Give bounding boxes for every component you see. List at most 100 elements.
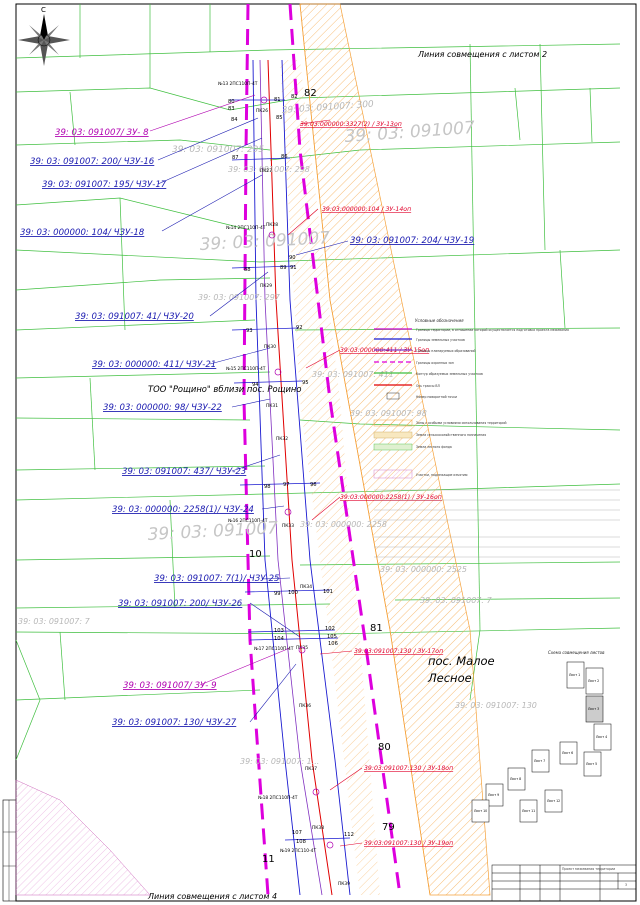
svg-text:Лист 9: Лист 9 (488, 793, 499, 797)
svg-text:ПК29: ПК29 (260, 283, 272, 289)
svg-text:Зоны с особыми условиями испол: Зоны с особыми условиями использования т… (416, 421, 507, 425)
svg-text:102: 102 (325, 626, 335, 632)
red-label-1: 39:03:000000:3327(2) / ЗУ-13оп (300, 121, 402, 128)
stamp-org: Проект межевания территории (562, 867, 615, 871)
svg-text:92: 92 (296, 325, 303, 331)
title-block (491, 864, 637, 902)
cad-label-13: 39: 03: 091007/ ЗУ- 9 (123, 681, 217, 691)
cad-label-7: 39: 03: 000000: 411/ ЧЗУ-21 (92, 360, 216, 370)
svg-text:86: 86 (281, 154, 288, 160)
cad-label-8: 39: 03: 000000: 98/ ЧЗУ-22 (103, 403, 222, 413)
svg-text:91: 91 (290, 265, 297, 271)
sheet-combination-scheme: Схема совмещения листов Лист 1 Лист 2 Ли… (471, 650, 612, 823)
svg-text:85: 85 (276, 115, 283, 121)
svg-text:95: 95 (302, 380, 309, 386)
cad-label-5: 39: 03: 091007: 204/ ЧЗУ-19 (350, 236, 474, 246)
svg-text:98: 98 (264, 484, 271, 490)
parcel-labels: 39: 03: 091007: 300 39: 03: 091007: 295 … (18, 100, 537, 766)
place-name-line1: пос. Малое (428, 654, 495, 668)
svg-text:Лист 12: Лист 12 (547, 799, 560, 803)
svg-text:ПК30: ПК30 (264, 344, 276, 350)
cad-label-11: 39: 03: 091007: 7(1)/ ЧЗУ-25 (154, 574, 280, 584)
place-name-line2: Лесное (427, 671, 472, 685)
svg-text:ПК32: ПК32 (276, 436, 288, 442)
svg-text:Лист 4: Лист 4 (596, 735, 607, 739)
svg-text:№19 2ПС110-4Т: №19 2ПС110-4Т (280, 848, 316, 854)
svg-text:84: 84 (231, 117, 238, 123)
svg-text:39: 03: 000000: 2258: 39: 03: 000000: 2258 (300, 520, 387, 529)
hatched-area-pink (15, 779, 151, 896)
svg-text:Лист 3: Лист 3 (588, 707, 599, 711)
red-label-6: 39:03:091007:130 / ЗУ-18оп (364, 765, 453, 772)
stamp-sheet-number: 3 (625, 883, 627, 887)
red-label-2: 39:03:000000:104 / ЗУ-14оп (322, 206, 411, 213)
svg-text:80: 80 (378, 742, 391, 753)
svg-text:Лист 1: Лист 1 (569, 673, 580, 677)
svg-text:82: 82 (291, 94, 298, 100)
svg-text:104: 104 (274, 636, 285, 642)
svg-text:81: 81 (370, 623, 383, 634)
svg-text:№13 2ПС110П-4Т: №13 2ПС110П-4Т (218, 81, 258, 87)
svg-text:Участки, подлежащие изъятию: Участки, подлежащие изъятию (416, 473, 468, 477)
hatched-corridor-inner (280, 60, 380, 895)
cadastral-labels: 39: 03: 091007/ ЗУ- 8 39: 03: 091007: 20… (20, 128, 474, 728)
cad-label-14: 39: 03: 091007: 130/ ЧЗУ-27 (112, 718, 237, 728)
svg-text:81: 81 (274, 97, 281, 103)
svg-text:Лист 8: Лист 8 (510, 777, 521, 781)
pk-labels: ПК26 ПК27 ПК28 ПК29 ПК30 ПК31 ПК32 ПК33 … (256, 108, 350, 887)
svg-text:Контур образуемых земельных уч: Контур образуемых земельных участков (416, 372, 483, 376)
svg-text:100: 100 (288, 590, 298, 596)
compass-north-letter: С (41, 6, 46, 14)
axis-red (267, 59, 333, 896)
boundary-orange (299, 3, 431, 896)
svg-text:Номер поворотной точки: Номер поворотной точки (416, 395, 457, 399)
svg-text:Граница территории, в отношени: Граница территории, в отношении которой … (416, 328, 569, 332)
svg-text:Границы планируемых образовани: Границы планируемых образований (416, 349, 476, 353)
svg-text:Лист 10: Лист 10 (474, 809, 487, 813)
svg-text:№17 2ПС110П-4Т: №17 2ПС110П-4Т (254, 646, 294, 652)
svg-text:№14 2ПС110П-4Т: №14 2ПС110П-4Т (226, 225, 266, 231)
big-numbers: 82 81 80 79 10 11 (249, 88, 395, 865)
svg-text:Лист 7: Лист 7 (534, 759, 545, 763)
svg-text:ПК27: ПК27 (260, 168, 272, 174)
svg-text:ПК26: ПК26 (256, 108, 268, 114)
legend: Условные обозначения Граница территории,… (373, 318, 620, 558)
svg-text:39: 03: 091007: 1...: 39: 03: 091007: 1... (240, 757, 319, 766)
point-numbers: 80 81 82 83 84 85 86 87 88 89 90 91 92 9… (228, 94, 354, 845)
svg-text:Земли сельскохозяйственного на: Земли сельскохозяйственного назначения (416, 433, 486, 437)
svg-text:112: 112 (344, 832, 354, 838)
svg-text:Лист 11: Лист 11 (522, 809, 535, 813)
svg-text:39: 03: 091007: 295: 39: 03: 091007: 295 (172, 145, 264, 155)
svg-text:107: 107 (292, 830, 302, 836)
svg-text:ПК37: ПК37 (305, 766, 317, 772)
svg-text:Ось трассы ВЛ: Ось трассы ВЛ (416, 384, 441, 388)
leader-lines (149, 94, 363, 847)
svg-text:97: 97 (283, 482, 290, 488)
binding-strip (2, 799, 17, 902)
svg-text:108: 108 (296, 839, 306, 845)
cad-label-9: 39: 03: 091007: 437/ ЧЗУ-23 (122, 467, 246, 477)
svg-text:105: 105 (327, 634, 337, 640)
boundary-purple (259, 59, 323, 896)
svg-text:Границы охранных зон: Границы охранных зон (416, 361, 454, 365)
svg-text:99: 99 (274, 591, 281, 597)
cad-label-10: 39: 03: 000000: 2258(1)/ ЧЗУ-24 (112, 505, 254, 515)
svg-text:ПК34: ПК34 (300, 584, 312, 590)
svg-text:101: 101 (323, 589, 333, 595)
cad-label-3: 39: 03: 091007: 195/ ЧЗУ-17 (42, 180, 167, 190)
svg-text:Лист 5: Лист 5 (586, 762, 597, 766)
svg-text:№18 2ПС110П-4Т: №18 2ПС110П-4Т (258, 795, 298, 801)
svg-text:Границы земельных участков: Границы земельных участков (416, 338, 465, 342)
cad-label-6: 39: 03: 091007: 41/ ЧЗУ-20 (75, 312, 194, 322)
tower-labels: №13 2ПС110П-4Т №14 2ПС110П-4Т №15 2ПС110… (218, 81, 316, 854)
tower-symbols (260, 96, 334, 849)
svg-text:90: 90 (289, 255, 296, 261)
svg-text:39: 03: 000000: 2525: 39: 03: 000000: 2525 (380, 565, 467, 574)
svg-text:№16 2ПС110П-4Т: №16 2ПС110П-4Т (228, 518, 268, 524)
boundary-blue-left (252, 59, 301, 896)
svg-text:96: 96 (310, 482, 317, 488)
legend-title: Условные обозначения (415, 318, 464, 323)
svg-text:87: 87 (232, 155, 239, 161)
svg-text:39: 03: 091007: 130: 39: 03: 091007: 130 (455, 701, 537, 710)
